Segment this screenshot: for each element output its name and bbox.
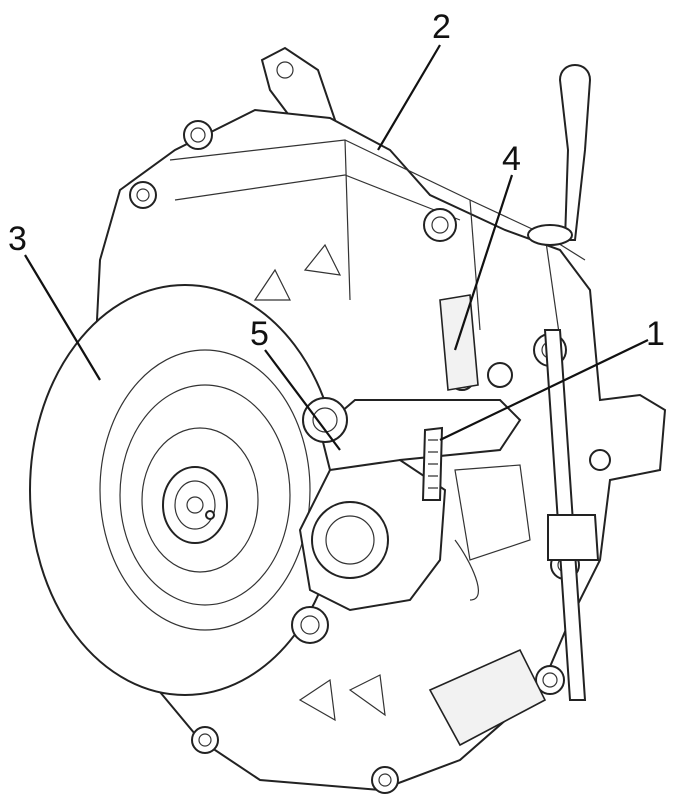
leader-line-4 <box>453 174 514 351</box>
callout-4: 4 <box>502 140 521 178</box>
wear-indicator <box>421 362 531 601</box>
callout-2: 2 <box>432 8 451 46</box>
leader-line-5 <box>264 349 341 451</box>
leader-line-3 <box>24 254 101 381</box>
callout-3: 3 <box>8 220 27 258</box>
callout-5: 5 <box>250 315 269 353</box>
lever-arm <box>291 397 522 644</box>
leader-line-1 <box>439 339 649 441</box>
leader-line-2 <box>377 44 441 151</box>
adjuster-plate <box>439 294 479 391</box>
brake-disc <box>29 284 341 696</box>
cooling-fins <box>253 243 386 722</box>
leader-lines <box>24 44 649 451</box>
callout-1: 1 <box>646 315 665 353</box>
